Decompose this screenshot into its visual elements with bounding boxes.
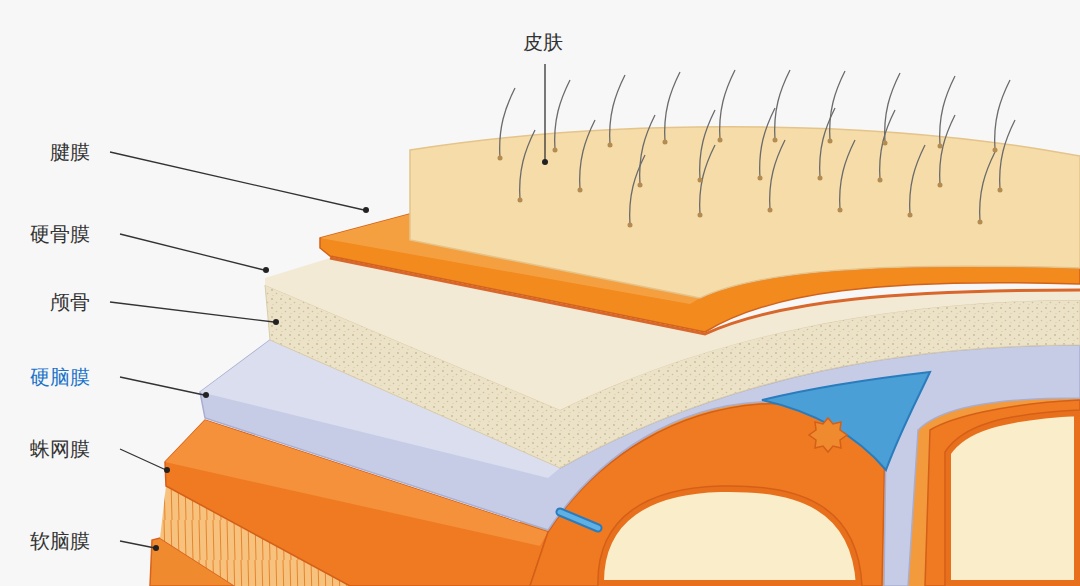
leader-lines	[110, 64, 545, 548]
hair-roots	[498, 138, 1003, 228]
layer-label: 颅骨	[50, 290, 90, 314]
layer-label: 皮肤	[523, 30, 563, 54]
layer-label-box: 皮肤	[523, 30, 563, 54]
layer-label-box: 硬骨膜	[30, 222, 90, 246]
layer-label: 腱膜	[50, 140, 90, 164]
layer-label-box: 颅骨	[50, 290, 90, 314]
vein	[560, 512, 598, 528]
arachnoid-granulation	[809, 418, 847, 452]
layer-label-box: 蛛网膜	[30, 437, 90, 461]
hairs	[500, 70, 1015, 225]
gyrus	[945, 410, 1080, 586]
layer-label: 软脑膜	[30, 529, 90, 553]
leader-dots	[153, 159, 548, 551]
layer-label-box: 腱膜	[50, 140, 90, 164]
venous-sinus	[762, 372, 930, 470]
layer-label-box: 硬脑膜	[30, 365, 90, 389]
layer-label: 硬骨膜	[30, 222, 90, 246]
arachnoid-layer	[925, 400, 1080, 586]
layer-label-box: 软脑膜	[30, 529, 90, 553]
skin-layer	[410, 127, 1080, 298]
layer-label: 硬脑膜	[30, 365, 90, 389]
layer-label: 蛛网膜	[30, 437, 90, 461]
vein	[560, 512, 598, 528]
